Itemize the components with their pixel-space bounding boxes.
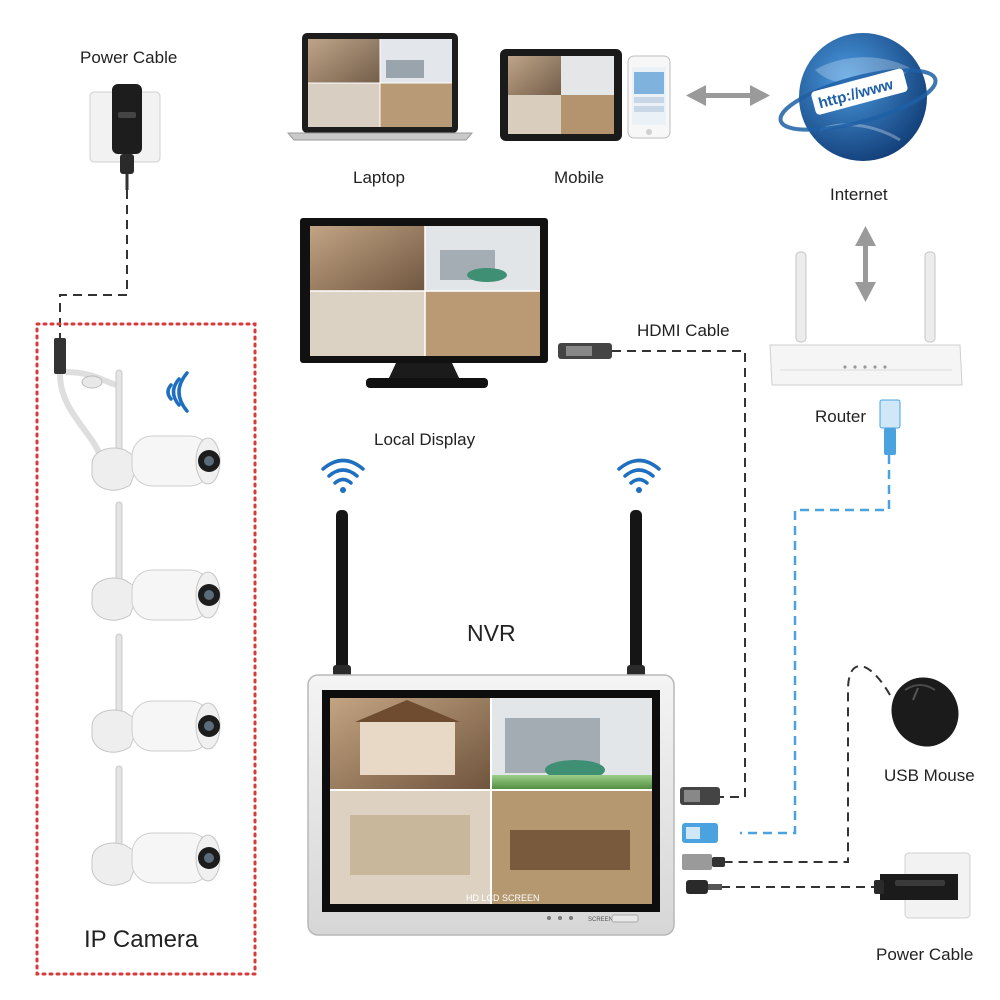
ip-camera: [91, 501, 221, 621]
power-adapter-top: [89, 84, 161, 190]
nvr-label: NVR: [467, 620, 516, 646]
local-display-monitor: [300, 218, 612, 388]
hdmi-cable-label: HDMI Cable: [637, 321, 730, 340]
hdmi-cable-line: [612, 350, 746, 798]
power-adapter-bottom: [874, 852, 971, 919]
laptop-label: Laptop: [353, 168, 405, 187]
nvr-button-label: SCREEN: [588, 917, 613, 923]
wifi-signal-icon: [166, 371, 189, 413]
usb-mouse-label: USB Mouse: [884, 766, 975, 785]
power-cable-bottom-label: Power Cable: [876, 945, 974, 964]
ip-camera: [91, 633, 221, 753]
router-label: Router: [815, 407, 867, 426]
local-display-label: Local Display: [374, 430, 476, 449]
connection-lines: [59, 190, 891, 888]
internet-label: Internet: [830, 185, 888, 204]
ip-camera: [91, 765, 221, 886]
wifi-signal-icon: [617, 458, 661, 493]
ip-camera: [91, 369, 221, 491]
power-cable-top-label: Power Cable: [80, 48, 178, 67]
usb-cable-line: [725, 665, 891, 863]
power-cable-line-top: [59, 190, 128, 340]
lan-cable-line: [740, 455, 891, 835]
camera-connector: [54, 338, 119, 457]
nvr-device: HD LCD SCREEN SCREEN: [307, 510, 725, 936]
laptop-image: [286, 33, 474, 141]
ip-camera-label: IP Camera: [84, 926, 199, 953]
mobile-devices-image: [500, 49, 671, 141]
nvr-screen-caption: HD LCD SCREEN: [466, 893, 540, 903]
globe-icon: http://www: [778, 33, 938, 161]
double-arrow-icon: [686, 85, 770, 106]
wifi-signal-icon: [321, 458, 365, 493]
double-arrow-icon: [855, 226, 876, 302]
router-image: [769, 251, 963, 455]
mobile-label: Mobile: [554, 168, 605, 187]
usb-mouse-image: [891, 677, 959, 747]
